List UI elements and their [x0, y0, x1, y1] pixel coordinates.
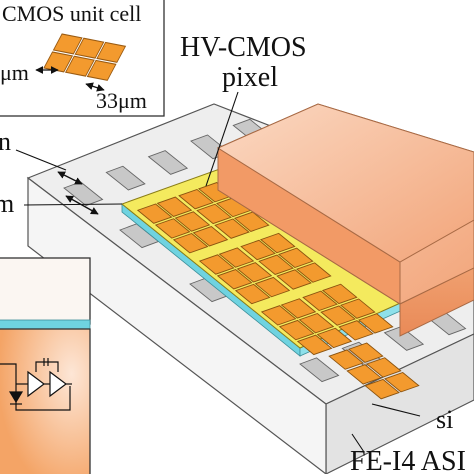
pixel-cell [192, 226, 229, 247]
pixel-cell [298, 312, 335, 334]
leader-line [371, 403, 421, 417]
pixel-cell [321, 283, 358, 305]
hv-cmos-label: HV-CMOS pixel [180, 32, 307, 187]
pixel-cell [260, 305, 297, 326]
block-front [399, 267, 474, 337]
bond-pad [105, 165, 146, 191]
left-mark-2: m [0, 189, 14, 218]
asic-labels: si FE-I4 ASI [350, 403, 466, 474]
pixel-cell [234, 283, 271, 305]
pixel-cell [172, 232, 209, 254]
pixel-cell [347, 342, 384, 363]
right-mark: si [436, 405, 453, 434]
left-mark-1: n [0, 127, 11, 156]
pixel-cell [216, 269, 253, 290]
pixel-cell [328, 349, 364, 370]
pixel-cell [320, 305, 356, 326]
diode-icon [8, 391, 24, 404]
pixel-cell [339, 298, 376, 319]
pixel-cell [136, 203, 173, 224]
inset-dim-left: μm [0, 60, 29, 85]
unit-cell-grid [43, 33, 127, 81]
bond-pad [383, 326, 425, 351]
pixel-cell [278, 319, 315, 341]
block-face-top [216, 103, 474, 263]
pixel-cell [236, 262, 273, 283]
left-dimension-markers: n m [0, 127, 123, 218]
pixel-cell [240, 239, 276, 261]
pixel-cell [214, 218, 250, 239]
pixel-cell [196, 203, 232, 225]
pixel-cell [302, 290, 338, 312]
circuit-bg [0, 328, 91, 474]
pixel-cell [154, 218, 191, 239]
circuit-bg-top [0, 257, 91, 325]
pixel-cell [254, 276, 291, 298]
leader-line [205, 91, 239, 187]
arrow-icon [65, 195, 99, 215]
pixel-cell [296, 334, 333, 356]
inset-unit-cell: CMOS unit cell μm 33μm [0, 0, 165, 117]
inset-dim-bottom: 33μm [96, 88, 147, 113]
pixel-cell [156, 196, 193, 217]
circuit-glue-band [0, 319, 91, 330]
pixel-cell [198, 254, 235, 275]
arrow-icon [85, 82, 105, 92]
pixel-cell [295, 262, 332, 283]
hv-cmos-line2: pixel [222, 62, 278, 93]
pixel-matrix [136, 182, 420, 400]
hv-cmos-line1: HV-CMOS [180, 32, 307, 63]
pixel-cell [364, 378, 400, 400]
pixel-cell [316, 327, 353, 349]
arrow-icon [57, 171, 83, 185]
pixel-cell [258, 254, 294, 275]
pixel-cell [365, 357, 402, 378]
pixel-cell [383, 371, 420, 393]
inset-circuit [0, 257, 91, 474]
inset-title: CMOS unit cell [2, 1, 141, 26]
circuit [0, 358, 72, 411]
pixel-cell [357, 313, 394, 334]
pixel-cell [280, 298, 317, 319]
pixel-cell [259, 232, 296, 254]
pixel-cell [178, 188, 214, 210]
pixel-cell [338, 320, 374, 341]
bond-pad [299, 357, 340, 383]
pixel-cell [218, 247, 255, 268]
pixel-cell [174, 211, 211, 232]
pixel-cell [233, 211, 270, 232]
pixel-cell [277, 247, 314, 269]
pixel-cell [346, 364, 382, 385]
pixel-cell [276, 269, 312, 290]
leader-line [15, 149, 67, 171]
asic-left-face [27, 176, 327, 474]
leader-line [351, 433, 365, 453]
asic-label: FE-I4 ASI [350, 446, 466, 474]
bond-pad [147, 150, 189, 175]
carrier-block [216, 103, 474, 337]
